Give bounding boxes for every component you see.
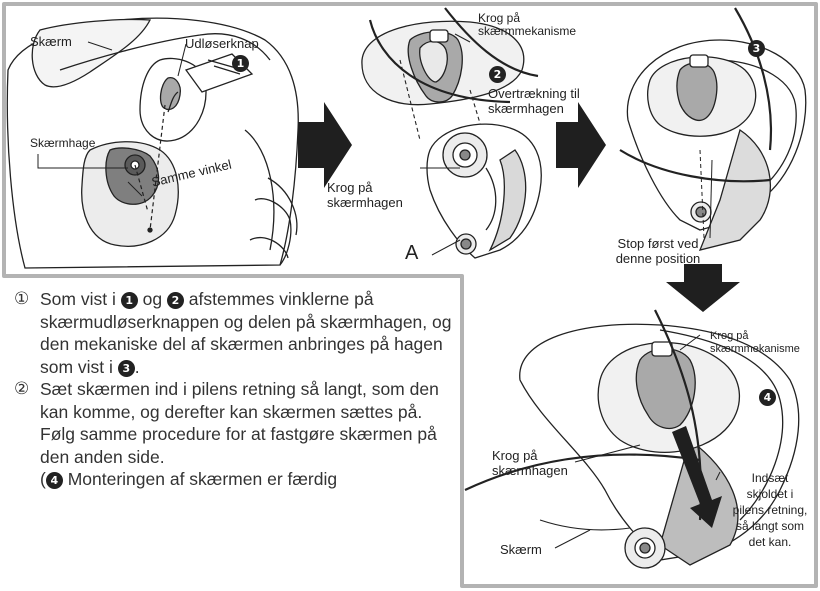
step-1-post: . (135, 357, 140, 377)
visor-label: Skærm (30, 34, 72, 49)
panel2-hinge (427, 124, 541, 258)
point-a-label: A (405, 242, 418, 264)
step-1-pre: Som vist i (40, 289, 121, 309)
step-badge-2: 2 (489, 66, 506, 83)
mechanism-hook-label-4: Krog på skærmmekanisme (710, 330, 800, 356)
step-badge-4: 4 (759, 389, 776, 406)
inline-badge-4: 4 (46, 472, 63, 489)
mechanism-hook-label-2: Krog på skærmmekanisme (478, 12, 576, 38)
visor-label-4: Skærm (500, 542, 542, 557)
step-1-mid1: og (138, 289, 167, 309)
release-button-label: Udløserknap (185, 36, 259, 51)
insert-instruction-label: Indsæt skjoldet i pilens retning, så lan… (720, 470, 820, 550)
step-2-text: Sæt skærmen ind i pilens retning så lang… (40, 379, 439, 467)
step-badge-3: 3 (748, 40, 765, 57)
step-2-note-line: (4 Monteringen af skærmen er færdig (40, 468, 459, 491)
arrow-down (666, 264, 740, 312)
step-1-number: ① (14, 288, 29, 311)
visor-hinge-label: Skærmhage (30, 136, 95, 151)
arrow-right-1 (298, 102, 352, 188)
hinge-hook-label-2: Krog på skærmhagen (327, 180, 403, 210)
overlay-label: Overtrækning til skærmhagen (488, 86, 580, 116)
inline-badge-3: 3 (118, 360, 135, 377)
inline-badge-1: 1 (121, 292, 138, 309)
step-badge-1: 1 (232, 55, 249, 72)
step-2-note: Monteringen af skærmen er færdig (63, 469, 337, 489)
panel3-assembly (627, 40, 805, 250)
stop-position-label: Stop først ved denne position (588, 236, 728, 266)
inline-badge-2: 2 (167, 292, 184, 309)
step-2-paren: ( (40, 469, 46, 489)
step-2-number: ② (14, 378, 29, 401)
instruction-step-2: ② Sæt skærmen ind i pilens retning så lan… (14, 378, 459, 491)
hinge-hook-label-4: Krog på skærmhagen (492, 448, 568, 478)
